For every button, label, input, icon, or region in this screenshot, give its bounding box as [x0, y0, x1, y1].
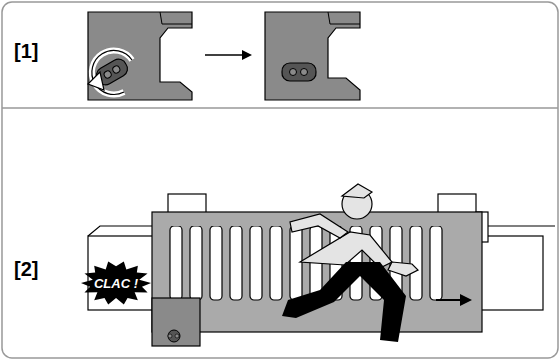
sound-word: CLAC ! [94, 276, 138, 291]
panel-number: [1] [14, 40, 38, 63]
sound-burst: CLAC ! [81, 261, 151, 305]
panel-number: [2] [14, 258, 38, 281]
motor-unit [88, 12, 192, 100]
motor-unit [265, 12, 360, 100]
divider [2, 107, 558, 109]
arrow [205, 50, 252, 60]
burst-outline [81, 262, 151, 305]
gate-scene [88, 184, 555, 346]
